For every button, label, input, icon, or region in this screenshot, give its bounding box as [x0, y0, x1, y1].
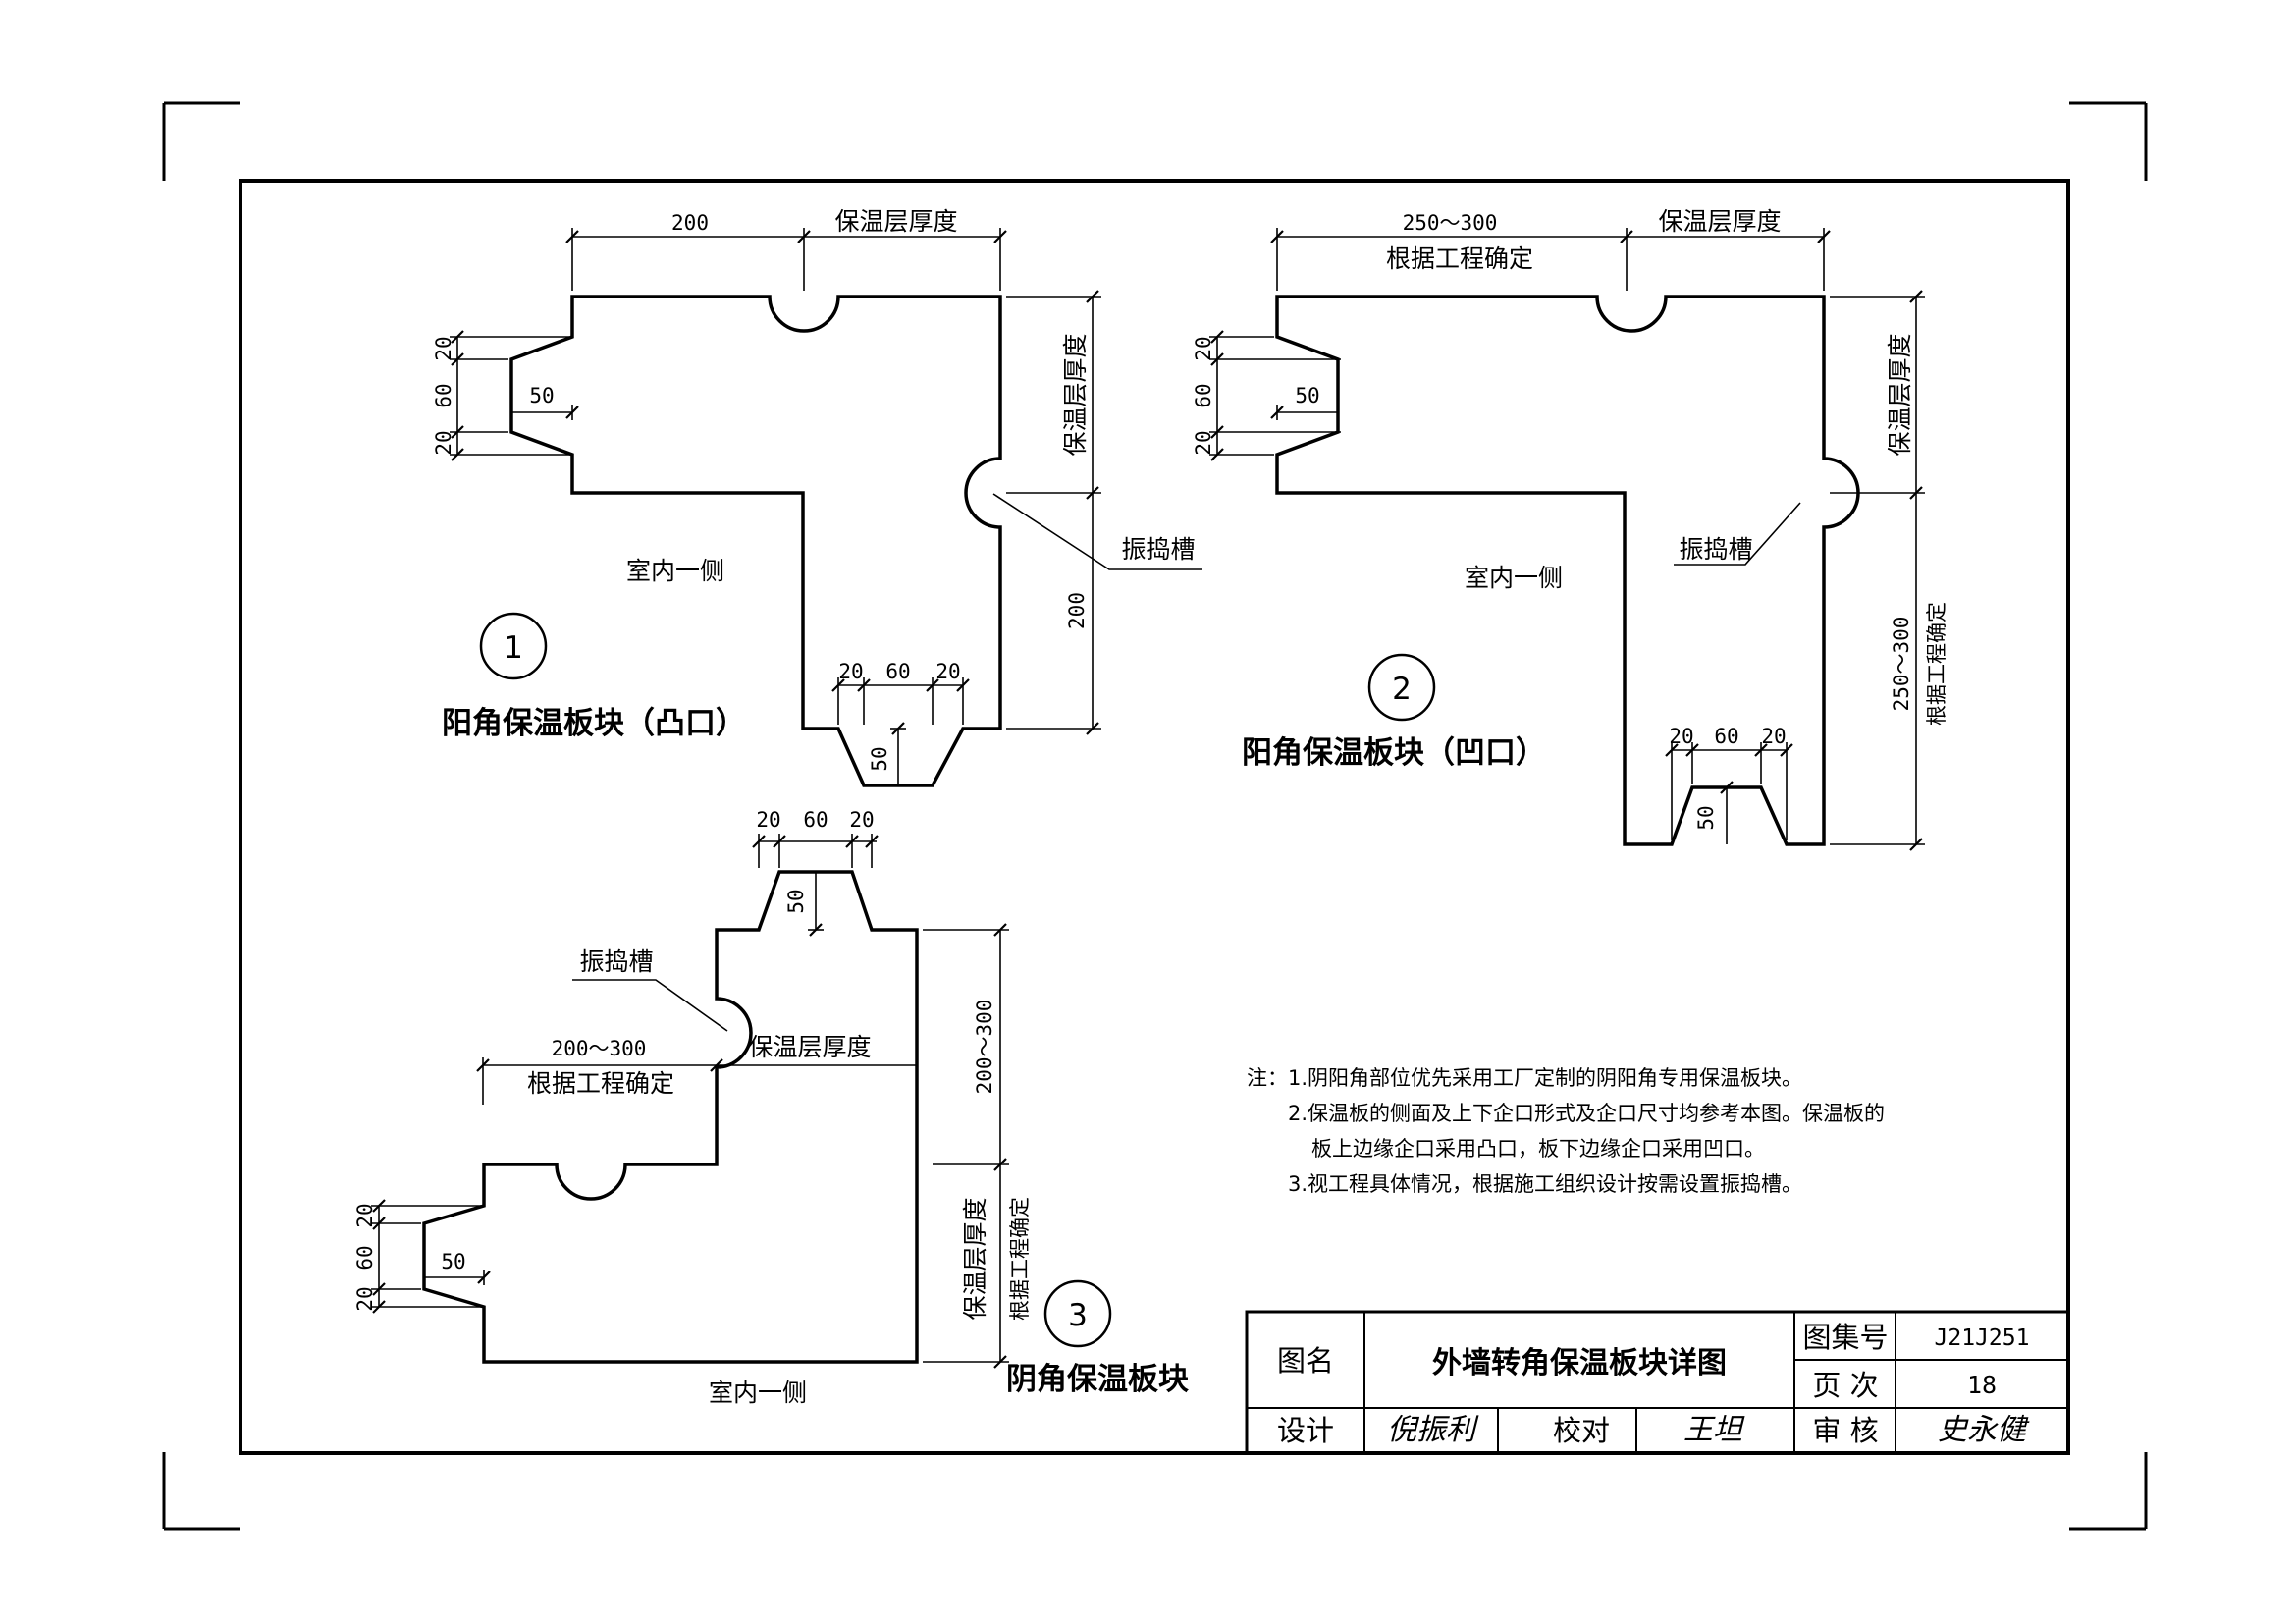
notes-heading: 注： [1247, 1066, 1288, 1090]
drawing-frame [239, 179, 2070, 1455]
notes: 注： 1.阴阳角部位优先采用工厂定制的阴阳角专用保温板块。 2.保温板的侧面及上… [1247, 1066, 1885, 1196]
title-block-atlas-number: J21J251 [1935, 1325, 2030, 1351]
detail-1-indoor-label: 室内一侧 [626, 557, 724, 585]
detail-3-dim-tongue-left: 50 [441, 1250, 465, 1273]
title-block-name-label: 图名 [1277, 1344, 1334, 1378]
detail-3-dim-right-b: 保温层厚度 [961, 1197, 989, 1320]
detail-2-number: 2 [1392, 672, 1412, 707]
notes-line-4: 3.视工程具体情况，根据施工组织设计按需设置振捣槽。 [1288, 1172, 1802, 1196]
detail-1-dim-left-2: 60 [432, 383, 455, 407]
title-block-check-label: 校对 [1553, 1414, 1610, 1447]
notes-line-1: 1.阴阳角部位优先采用工厂定制的阴阳角专用保温板块。 [1288, 1066, 1802, 1090]
detail-3-dim-right-a: 200～300 [973, 1000, 996, 1095]
detail-2-dim-bottom-2: 60 [1714, 725, 1738, 748]
detail-2-dim-top-a-note: 根据工程确定 [1386, 244, 1533, 273]
detail-2: 250～300 根据工程确定 保温层厚度 保温层厚度 250～300 根据工程确… [1192, 207, 1949, 851]
detail-2-dim-bottom-1: 20 [1669, 725, 1693, 748]
detail-2-dim-left-2: 60 [1192, 383, 1215, 407]
detail-3-dim-mid-a-note: 根据工程确定 [527, 1069, 674, 1098]
detail-1-dim-left-1: 20 [432, 336, 455, 360]
detail-1-board-outline [509, 295, 1002, 787]
detail-3-number-circle [1043, 1279, 1112, 1348]
detail-1-dim-bottom-3: 20 [935, 660, 960, 683]
detail-3-dim-right-b-note: 根据工程确定 [1008, 1197, 1032, 1321]
detail-3-dim-top-2: 60 [803, 808, 828, 832]
title-block-designer-signature: 倪振利 [1387, 1413, 1479, 1447]
title-block-atlas-label: 图集号 [1802, 1321, 1888, 1354]
detail-2-number-circle [1367, 653, 1436, 722]
detail-1-groove-label: 振捣槽 [1121, 535, 1195, 564]
notes-line-2: 2.保温板的侧面及上下企口形式及企口尺寸均参考本图。保温板的 [1288, 1102, 1885, 1125]
detail-2-dim-groove-bottom: 50 [1694, 805, 1718, 830]
detail-2-dim-right-a: 保温层厚度 [1886, 333, 1914, 456]
title-block-review-label: 审 核 [1812, 1414, 1878, 1447]
detail-3-title: 阴角保温板块 [1006, 1362, 1189, 1397]
detail-1-number-circle [479, 612, 548, 680]
detail-1-dim-top-a: 200 [671, 211, 709, 235]
detail-3-dim-mid-b: 保温层厚度 [748, 1033, 871, 1061]
detail-1-title: 阳角保温板块（凸口） [442, 706, 746, 741]
detail-1-number: 1 [504, 630, 523, 666]
detail-3-dim-top-1: 20 [756, 808, 780, 832]
detail-1: 200 保温层厚度 保温层厚度 200 20 60 20 50 [432, 207, 1202, 787]
detail-2-dim-top-a: 250～300 [1403, 211, 1498, 235]
detail-3-number: 3 [1068, 1298, 1088, 1333]
detail-1-dim-right-b: 200 [1065, 592, 1089, 629]
detail-1-dim-top-b: 保温层厚度 [834, 207, 957, 236]
detail-3-board-outline [422, 870, 919, 1364]
detail-1-dim-tongue-left: 50 [529, 384, 554, 407]
detail-3-dim-left-3: 20 [353, 1286, 377, 1311]
title-block-page-number: 18 [1967, 1371, 1997, 1399]
detail-1-dim-tongue-bottom: 50 [868, 746, 891, 771]
detail-2-dim-bottom-3: 20 [1761, 725, 1786, 748]
detail-1-dim-right-a: 保温层厚度 [1061, 333, 1090, 456]
detail-2-dim-left-1: 20 [1192, 336, 1215, 360]
detail-3-indoor-label: 室内一侧 [709, 1379, 807, 1407]
detail-1-dim-bottom-2: 60 [885, 660, 910, 683]
detail-2-dim-groove-left: 50 [1295, 384, 1319, 407]
notes-line-3: 板上边缘企口采用凸口，板下边缘企口采用凹口。 [1311, 1137, 1765, 1161]
detail-2-dim-right-b: 250～300 [1890, 617, 1913, 712]
detail-2-groove-label: 振捣槽 [1679, 535, 1752, 564]
detail-2-dim-left-3: 20 [1192, 430, 1215, 455]
detail-3: 20 60 20 50 200～300 根据工程确定 保温层厚度 200～300… [353, 808, 1189, 1407]
detail-3-dim-tongue-top: 50 [784, 889, 808, 913]
title-block-drawing-title: 外墙转角保温板块详图 [1432, 1346, 1727, 1380]
detail-2-board-outline [1275, 295, 1860, 846]
detail-2-title: 阳角保温板块（凹口） [1242, 735, 1546, 771]
detail-3-dim-top-3: 20 [849, 808, 874, 832]
crop-marks [162, 101, 2148, 1531]
detail-2-dim-right-b-note: 根据工程确定 [1925, 602, 1949, 726]
title-block-checker-signature: 王坦 [1683, 1413, 1745, 1447]
detail-3-groove-label: 振捣槽 [579, 947, 653, 976]
detail-3-dim-left-1: 20 [353, 1203, 377, 1227]
title-block: 图名 外墙转角保温板块详图 图集号 J21J251 页 次 18 设计 倪振利 … [1245, 1310, 2070, 1455]
detail-1-dim-left-3: 20 [432, 430, 455, 455]
detail-3-dim-mid-a: 200～300 [552, 1037, 647, 1060]
title-block-design-label: 设计 [1277, 1414, 1334, 1447]
detail-1-dim-bottom-1: 20 [838, 660, 863, 683]
title-block-reviewer-signature: 史永健 [1938, 1413, 2030, 1447]
title-block-page-label: 页 次 [1812, 1369, 1878, 1402]
detail-3-dim-left-2: 60 [353, 1245, 377, 1270]
detail-2-indoor-label: 室内一侧 [1465, 564, 1563, 592]
detail-2-dim-top-b: 保温层厚度 [1658, 207, 1781, 236]
